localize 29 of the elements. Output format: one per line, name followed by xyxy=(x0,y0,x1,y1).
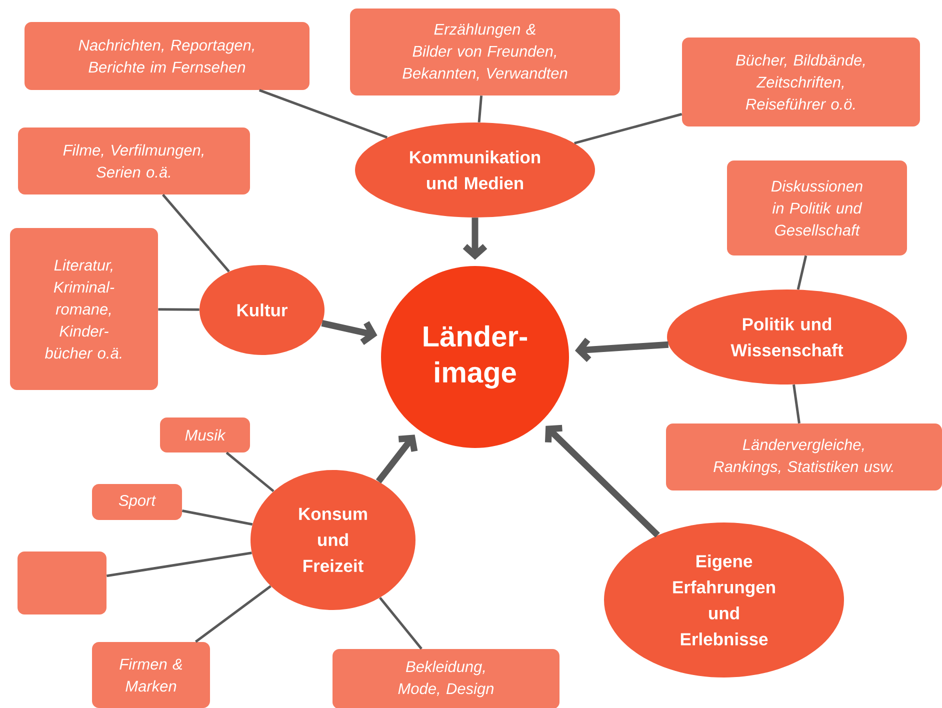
source-box: Literatur, Kriminal- romane, Kinder- bücher o.ä. xyxy=(10,228,158,390)
connector-line xyxy=(194,585,272,643)
connector-line xyxy=(792,384,800,424)
connector-line xyxy=(796,255,808,290)
source-box: Bekleidung, Mode, Design xyxy=(332,648,560,708)
source-box: Sport xyxy=(92,484,182,520)
connector-line xyxy=(574,112,682,144)
arrow xyxy=(544,424,660,538)
arrow xyxy=(321,320,378,345)
connector-line xyxy=(258,89,388,139)
source-box: Filme, Verfilmungen, Serien o.ä. xyxy=(18,127,250,194)
source-box: Bücher, Bildbände, Zeitschriften, Reiseführer o.ö. xyxy=(682,37,920,126)
source-box: Nachrichten, Reportagen, Berichte im Fernsehen xyxy=(24,22,310,90)
connector-line xyxy=(162,194,230,272)
connector-line xyxy=(106,552,252,578)
source-box: Musik xyxy=(160,417,250,452)
source-box: Erzählungen & Bilder von Freunden, Bekannten, Verwandten xyxy=(350,8,620,96)
connector-line xyxy=(478,96,483,122)
connector-line xyxy=(226,452,274,492)
arrow xyxy=(574,338,669,362)
source-box: Firmen & Marken xyxy=(92,642,210,708)
connector-line xyxy=(182,510,253,526)
source-box: Ländervergleiche, Rankings, Statistiken usw. xyxy=(666,423,942,490)
connector-line xyxy=(158,308,200,311)
source-box: Diskussionen in Politik und Gesellschaft xyxy=(727,160,907,256)
arrow xyxy=(376,434,418,484)
arrow xyxy=(462,218,488,260)
source-box xyxy=(18,551,106,614)
connector-line xyxy=(379,596,422,650)
